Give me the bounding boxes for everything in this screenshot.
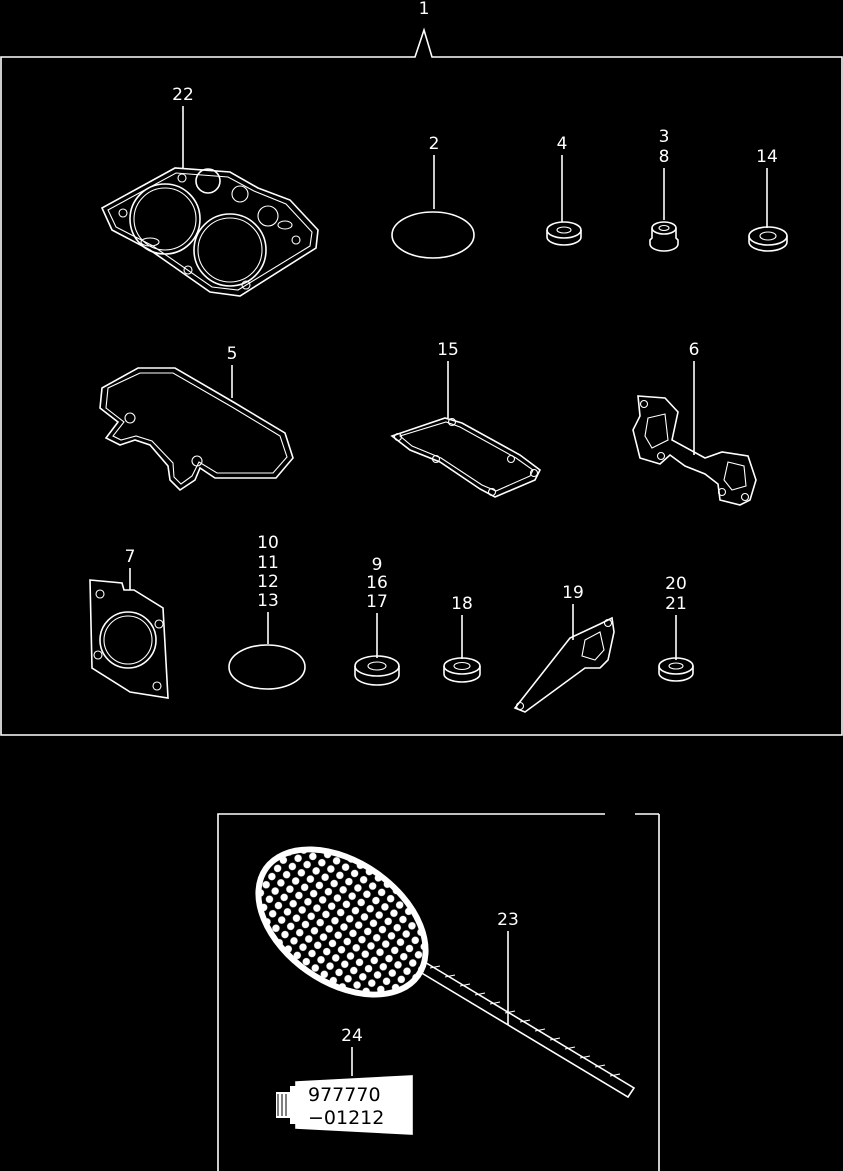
label-11: 11 — [257, 553, 279, 573]
tube-text-2: −01212 — [308, 1107, 384, 1129]
label-7: 7 — [125, 547, 136, 567]
label-6: 6 — [689, 340, 700, 360]
label-23: 23 — [497, 910, 519, 930]
oil-seal — [649, 221, 679, 252]
washer — [748, 226, 788, 252]
label-2: 2 — [429, 134, 440, 154]
label-15: 15 — [437, 340, 459, 360]
label-18: 18 — [451, 594, 473, 614]
brush — [255, 846, 636, 1099]
label-12: 12 — [257, 572, 279, 592]
label-14: 14 — [756, 147, 778, 167]
label-17: 17 — [366, 592, 388, 612]
flange-gasket — [89, 579, 169, 699]
gasket-washer — [354, 655, 400, 686]
label-21: 21 — [665, 594, 687, 614]
o-ring — [391, 211, 475, 259]
label-16: 16 — [366, 573, 388, 593]
manifold-gasket — [632, 395, 757, 506]
sealing-washer — [443, 657, 481, 683]
label-13: 13 — [257, 591, 279, 611]
label-5: 5 — [227, 344, 238, 364]
label-kit: 1 — [419, 0, 430, 19]
cover-gasket — [99, 367, 294, 492]
label-8: 8 — [659, 147, 670, 167]
label-19: 19 — [562, 583, 584, 603]
kit-frame — [0, 27, 843, 736]
bracket-gasket — [513, 616, 615, 713]
tools-frame — [217, 813, 660, 1171]
copper-washer — [658, 657, 694, 682]
label-10: 10 — [257, 533, 279, 553]
cylinder-head-gasket — [100, 167, 319, 297]
label-22: 22 — [172, 85, 194, 105]
o-ring-large — [228, 644, 306, 690]
label-4: 4 — [557, 134, 568, 154]
label-3: 3 — [659, 127, 670, 147]
label-20: 20 — [665, 574, 687, 594]
label-24: 24 — [341, 1026, 363, 1046]
valve-stem-seal — [546, 221, 582, 246]
tube-text-1: 977770 — [308, 1084, 381, 1106]
rocker-cover-gasket — [390, 417, 542, 498]
sealant-tube[interactable]: 977770 −01212 — [276, 1075, 413, 1135]
label-9: 9 — [372, 555, 383, 575]
